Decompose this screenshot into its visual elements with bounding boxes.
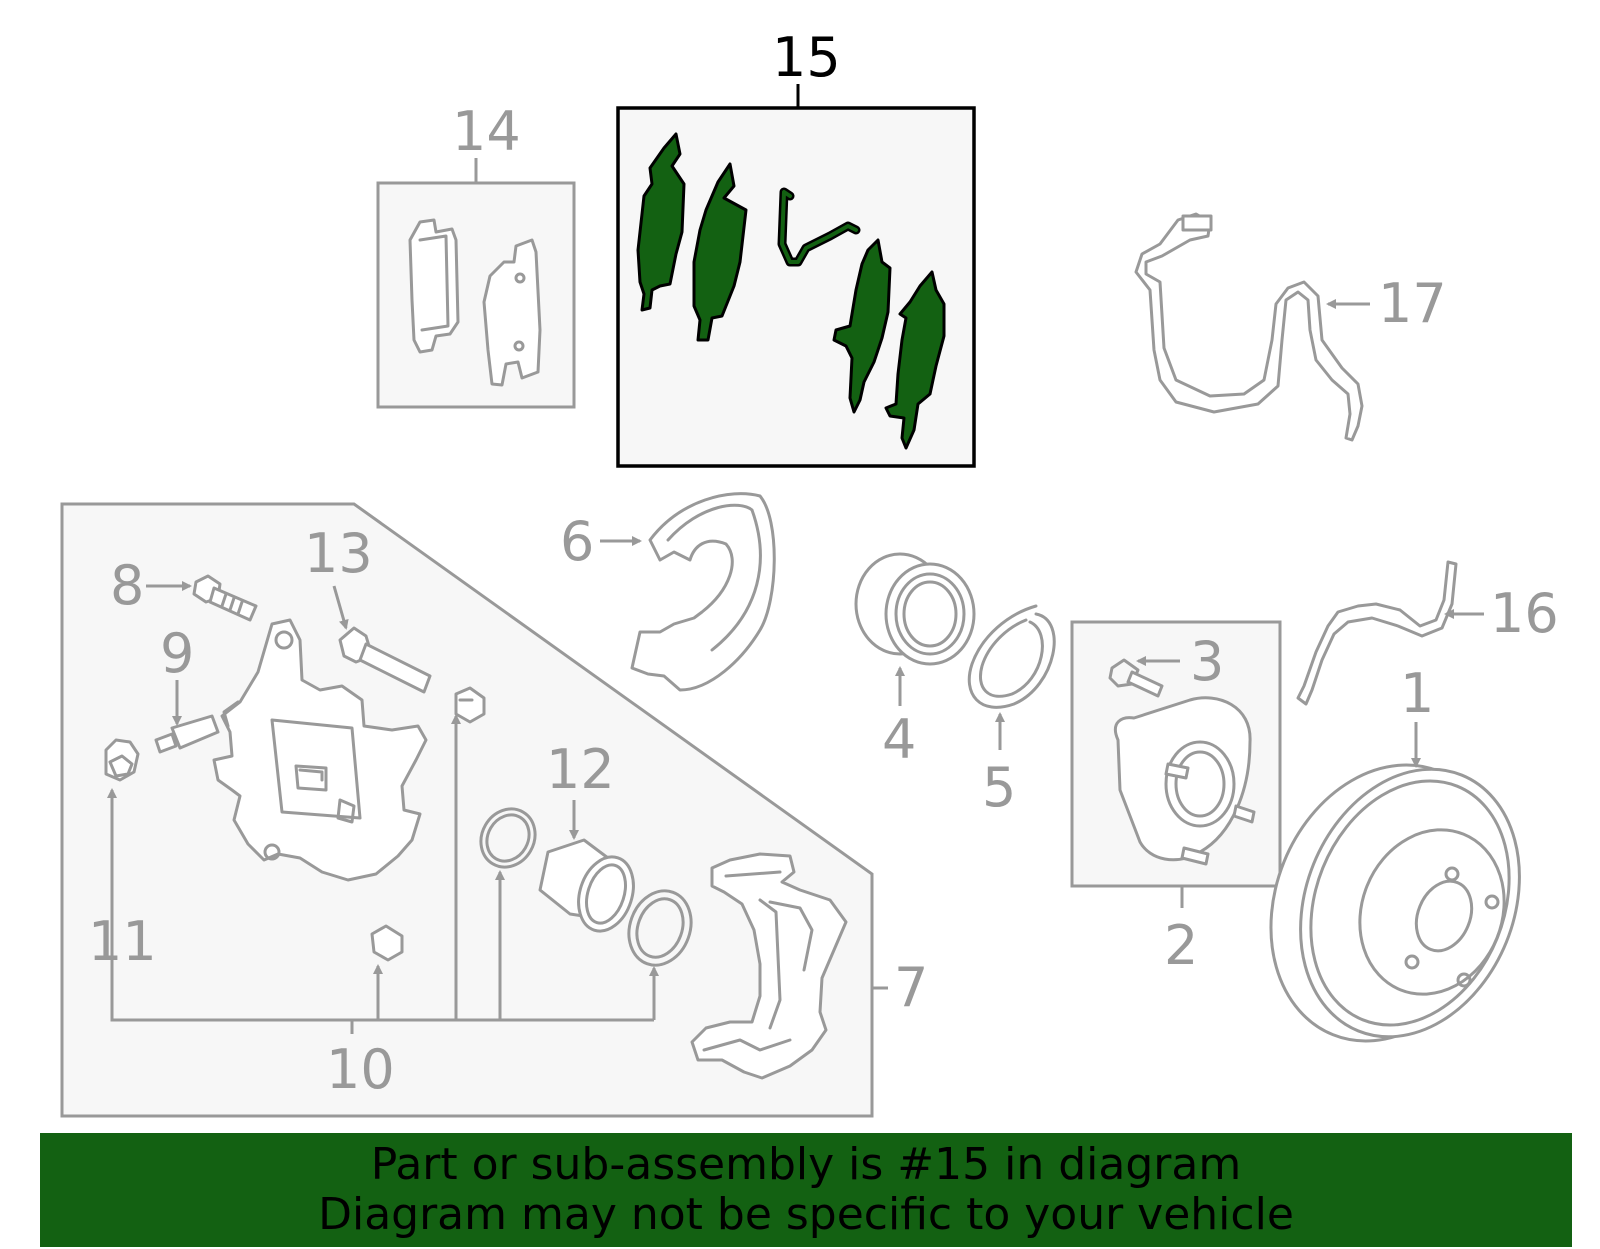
part-6-dust-shield[interactable]: 6	[560, 492, 776, 692]
callout-1: 1	[1400, 662, 1434, 725]
part-13-guide-pin-boot[interactable]: 13	[304, 522, 432, 694]
info-banner: Part or sub-assembly is #15 in diagram D…	[40, 1133, 1572, 1247]
callout-5: 5	[982, 756, 1016, 819]
part-10-seal-kit[interactable]: 10	[110, 686, 701, 1101]
callout-14: 14	[452, 100, 521, 163]
callout-17: 17	[1378, 272, 1447, 335]
part-5-snap-ring[interactable]: 5	[967, 604, 1056, 819]
part-16-brake-hose-sensor[interactable]: 16	[1296, 560, 1559, 706]
part-4-wheel-bearing[interactable]: 4	[854, 552, 976, 771]
part-2-hub-assembly-box[interactable]: 3 2	[1070, 620, 1282, 977]
part-11-cap[interactable]: 11	[88, 738, 157, 973]
callout-6: 6	[560, 510, 594, 573]
callout-16: 16	[1490, 582, 1559, 645]
callout-10: 10	[326, 1038, 395, 1101]
callout-4: 4	[882, 708, 916, 771]
callout-12: 12	[546, 738, 615, 801]
callout-15: 15	[772, 26, 841, 89]
callout-2: 2	[1164, 914, 1198, 977]
banner-line-1: Part or sub-assembly is #15 in diagram	[370, 1139, 1242, 1190]
callout-9: 9	[160, 622, 194, 685]
part-17-abs-sensor-wire[interactable]: 17	[1134, 212, 1447, 442]
part-1-brake-rotor[interactable]: 1	[1231, 662, 1558, 1076]
callout-13: 13	[304, 522, 373, 585]
part-8-bleeder-bolt[interactable]: 8	[110, 554, 258, 622]
callout-3: 3	[1190, 630, 1224, 693]
banner-line-2: Diagram may not be specific to your vehi…	[318, 1189, 1294, 1240]
part-12-piston[interactable]: 12	[538, 738, 642, 938]
callout-11: 11	[88, 910, 157, 973]
part-9-guide-pin[interactable]: 9	[154, 622, 220, 754]
part-14-pad-set-box[interactable]: 14	[376, 100, 576, 409]
part-7-caliper-assembly-box[interactable]: 7 8 9	[60, 502, 928, 1118]
caliper-housing	[212, 618, 428, 882]
callout-8: 8	[110, 554, 144, 617]
part-15-brake-pad-kit-box[interactable]: 15	[616, 26, 976, 468]
callout-7: 7	[894, 956, 928, 1019]
caliper-bracket	[690, 852, 848, 1080]
